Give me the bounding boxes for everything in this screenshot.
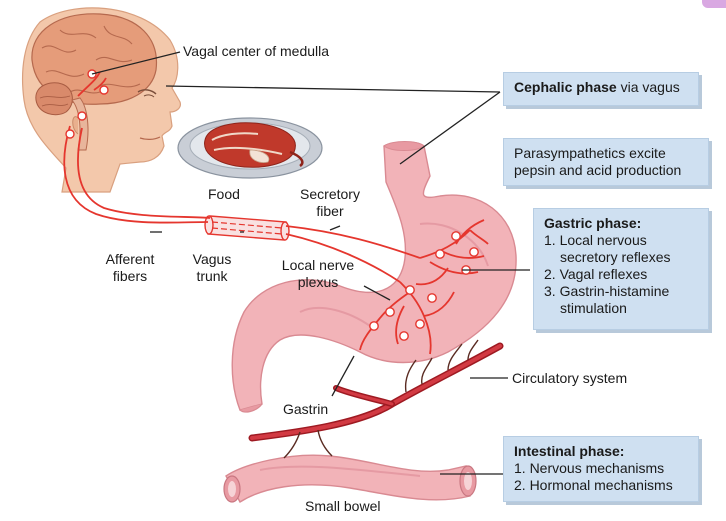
gastric-item: 1. Local nervous secretory reflexes (544, 232, 671, 265)
food-plate-illustration (177, 117, 323, 179)
intestinal-item: 1. Nervous mechanisms (514, 460, 665, 476)
cephalic-phase-via: via vagus (616, 79, 680, 95)
head-illustration (21, 7, 181, 193)
parasympathetics-box: Parasympathetics excite pepsin and acid … (503, 138, 709, 186)
stomach-illustration (231, 141, 517, 413)
small-bowel-illustration (223, 454, 477, 503)
vagal-center-label: Vagal center of medulla (183, 43, 330, 59)
gastric-item: 3. Gastrin-histamine stimulation (544, 283, 670, 316)
cephalic-phase-title: Cephalic phase (514, 79, 617, 95)
food-label: Food (208, 186, 240, 202)
intestinal-item: 2. Hormonal mechanisms (514, 477, 673, 493)
corner-tab (702, 0, 726, 8)
gastric-phase-box: Gastric phase: 1. Local nervous secretor… (533, 208, 709, 330)
gastric-item: 2. Vagal reflexes (544, 266, 648, 282)
leader-lines (91, 51, 530, 475)
intestinal-phase-title: Intestinal phase: (514, 443, 625, 459)
circulatory-system-label: Circulatory system (512, 370, 628, 386)
vagus-trunk-illustration (204, 215, 290, 241)
gastrin-label: Gastrin (283, 401, 329, 417)
circulatory-vessel (248, 339, 504, 459)
nerve-ganglia (65, 69, 479, 341)
intestinal-phase-box: Intestinal phase: 1. Nervous mechanisms … (503, 436, 699, 502)
small-bowel-label: Small bowel (305, 498, 381, 514)
nerve-fibers (63, 71, 489, 355)
cephalic-phase-box: Cephalic phase via vagus (503, 72, 699, 106)
gastric-phase-title: Gastric phase: (544, 215, 642, 231)
